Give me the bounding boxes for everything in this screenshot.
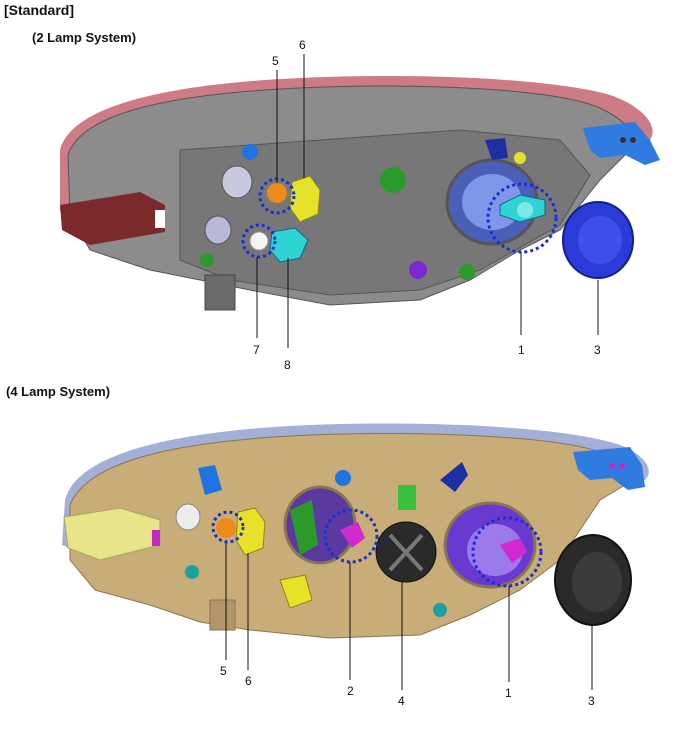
headlamp-4-lamp-illustration [62,423,649,639]
callout-number-3-2: 3 [594,343,601,357]
callout-number-8-2: 8 [284,358,291,372]
callout-number-5-4: 5 [220,664,227,678]
mount-bracket-2 [60,192,165,245]
mount-bracket-right-2 [583,122,660,165]
callout-number-5-2: 5 [272,54,279,68]
callout-number-2-4: 2 [347,684,354,698]
callout-number-1-4: 1 [505,686,512,700]
bulb-5-2 [267,183,287,203]
bulb-7-2 [249,231,269,251]
socket-8-2 [269,227,309,263]
callout-number-1-2: 1 [518,343,525,357]
callout-circle-1-2 [486,182,558,254]
callout-number-7-2: 7 [253,343,260,357]
headlamp-2-lamp-illustration [60,75,660,311]
callout-number-3-4: 3 [588,694,595,708]
section-title: [Standard] [4,2,74,18]
callout-circle-7-2 [241,223,277,259]
callout-circle-1-4 [471,516,543,588]
bulb-2-4 [340,522,365,548]
callout-circle-5-4 [211,510,245,544]
bulb-1-4 [500,538,527,563]
mount-bracket-right-4 [573,447,645,490]
callout-number-6-4: 6 [245,674,252,688]
system-title-4-lamp: (4 Lamp System) [6,384,111,399]
socket-6-4 [235,507,266,556]
callout-circle-2-4 [323,508,379,564]
bulb-5-4 [216,518,236,538]
system-title-2-lamp: (2 Lamp System) [32,30,137,45]
callout-number-4-4: 4 [398,694,405,708]
callout-number-6-2: 6 [299,38,306,52]
